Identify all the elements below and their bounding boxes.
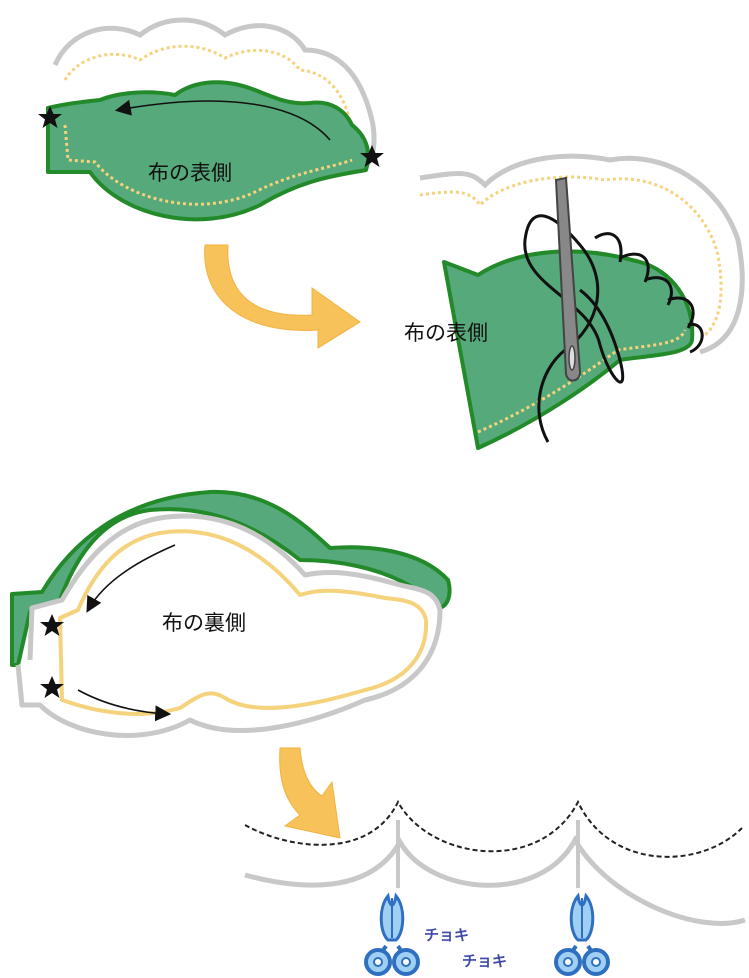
step1-inner-stitch bbox=[63, 124, 353, 206]
star-icon bbox=[38, 106, 62, 128]
needle-icon bbox=[554, 176, 582, 382]
curved-arrow-icon bbox=[279, 747, 341, 839]
star-icon bbox=[360, 145, 384, 167]
step4-dashed-seam bbox=[244, 799, 743, 858]
step4-figure: チョキ チョキ bbox=[244, 799, 746, 976]
step3-gray-outline bbox=[15, 513, 443, 738]
step3-arrow-top bbox=[86, 544, 176, 613]
step2-inner-stitch bbox=[477, 329, 687, 434]
scissors-icon bbox=[554, 892, 610, 976]
step3-green-back bbox=[10, 489, 452, 667]
step1-gray-outline bbox=[52, 17, 377, 173]
snip-label-1: チョキ bbox=[424, 926, 469, 944]
snip-label-2: チョキ bbox=[462, 952, 507, 970]
step1-direction-arrow bbox=[114, 99, 331, 141]
step3-arrow-bottom bbox=[77, 689, 172, 722]
star-icon bbox=[40, 676, 64, 698]
step3-figure: 布の裏側 bbox=[10, 489, 452, 738]
step2-top-stitch bbox=[419, 175, 723, 337]
curved-arrow-icon bbox=[204, 244, 361, 349]
step1-green-fabric bbox=[46, 80, 371, 222]
step2-figure: 布の表側 bbox=[404, 153, 745, 450]
front-side-label-2: 布の表側 bbox=[404, 321, 488, 345]
step4-gray-edge bbox=[244, 834, 746, 926]
front-side-label-1: 布の表側 bbox=[148, 161, 232, 185]
step2-gray-outline bbox=[419, 153, 745, 355]
step1-figure: 布の表側 bbox=[38, 17, 384, 222]
back-side-label: 布の裏側 bbox=[162, 611, 246, 635]
blanket-loops bbox=[594, 232, 704, 354]
step3-sewn-line bbox=[58, 529, 429, 716]
scissors-icon bbox=[364, 892, 420, 976]
star-icon bbox=[40, 614, 64, 636]
step1-top-stitch bbox=[63, 44, 354, 131]
